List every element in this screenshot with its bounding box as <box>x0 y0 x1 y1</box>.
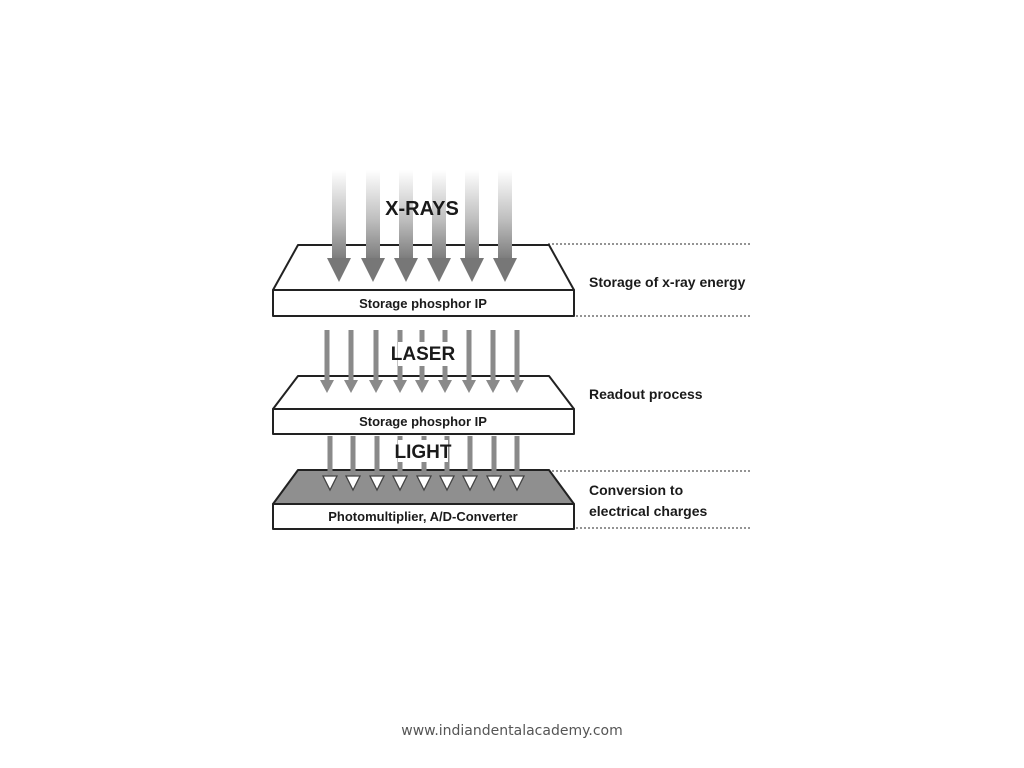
xray-beam-shaft <box>498 170 512 262</box>
light-arrow-head <box>438 475 456 492</box>
plate-top-face <box>272 244 575 291</box>
detector-front-face <box>272 503 575 530</box>
step-1-label: Storage of x-ray energy <box>589 274 746 290</box>
xray-beam-head <box>394 258 418 282</box>
plate-1-label: Storage phosphor IP <box>359 296 487 311</box>
laser-arrow-shaft <box>490 330 496 382</box>
xray-beam-arrow <box>493 170 517 282</box>
xray-beam-head <box>361 258 385 282</box>
light-arrow-head <box>368 475 386 492</box>
laser-arrow-shaft <box>514 330 520 382</box>
light-arrow-head <box>321 475 339 492</box>
light-arrow-shaft <box>350 436 356 478</box>
laser-arrow-head <box>438 380 452 393</box>
light-arrow <box>461 436 479 492</box>
laser-arrow <box>369 330 383 393</box>
laser-arrow-shaft <box>466 330 472 382</box>
xray-beam-shaft <box>366 170 380 262</box>
xray-beam-shaft <box>332 170 346 262</box>
laser-arrow-head <box>486 380 500 393</box>
light-arrow <box>344 436 362 492</box>
light-label-bg <box>398 440 448 462</box>
laser-arrow-head <box>344 380 358 393</box>
step-3-label-line-1: Conversion to <box>589 482 683 498</box>
xray-beam-arrow <box>361 170 385 282</box>
laser-arrow <box>462 330 476 393</box>
xray-beam-arrow <box>327 170 351 282</box>
laser-arrow <box>344 330 358 393</box>
xray-beam-arrow <box>460 170 484 282</box>
xray-beam-arrow <box>394 170 418 282</box>
xray-beam-shaft <box>432 170 446 262</box>
laser-arrow-shaft <box>324 330 330 382</box>
laser-label-bg <box>398 342 448 366</box>
step-2-label: Readout process <box>589 386 703 402</box>
xray-beam-arrow <box>427 170 451 282</box>
light-arrow <box>485 436 503 492</box>
step-3-label-line-2: electrical charges <box>589 503 708 519</box>
plate-2-label: Storage phosphor IP <box>359 414 487 429</box>
footer-url: www.indiandentalacademy.com <box>401 723 623 739</box>
laser-arrow-shaft <box>373 330 379 382</box>
laser-arrow-head <box>510 380 524 393</box>
laser-arrow <box>320 330 334 393</box>
light-label: LIGHT <box>395 442 452 463</box>
light-arrow-head <box>508 475 526 492</box>
xray-beam-head <box>327 258 351 282</box>
light-arrow <box>508 436 526 492</box>
laser-arrow-head <box>369 380 383 393</box>
laser-arrow <box>510 330 524 393</box>
light-arrow-head <box>461 475 479 492</box>
laser-arrow <box>486 330 500 393</box>
laser-arrow-head <box>393 380 407 393</box>
light-arrow-shaft <box>374 436 380 478</box>
plate-3-label: Photomultiplier, A/D-Converter <box>328 509 517 524</box>
light-arrow-head <box>391 475 409 492</box>
light-arrow-shaft <box>467 436 473 478</box>
light-arrow-head <box>415 475 433 492</box>
plate-front-face <box>272 289 575 317</box>
light-arrow-shaft <box>514 436 520 478</box>
plate-front-face <box>272 408 575 435</box>
guide-lines <box>548 243 752 529</box>
xrays-label: X-RAYS <box>385 198 459 220</box>
laser-arrow-head <box>462 380 476 393</box>
xray-beam-shaft <box>465 170 479 262</box>
light-arrow <box>368 436 386 492</box>
xray-beams <box>327 170 517 282</box>
xray-beam-head <box>493 258 517 282</box>
laser-label: LASER <box>391 344 456 365</box>
xray-beam-shaft <box>399 170 413 262</box>
laser-arrow-shaft <box>348 330 354 382</box>
light-arrow-shaft <box>327 436 333 478</box>
xray-beam-head <box>427 258 451 282</box>
laser-arrow-head <box>320 380 334 393</box>
light-arrow <box>321 436 339 492</box>
light-arrow-head <box>485 475 503 492</box>
xray-beam-head <box>460 258 484 282</box>
light-arrow-head <box>344 475 362 492</box>
light-arrow-shaft <box>491 436 497 478</box>
laser-arrow-head <box>415 380 429 393</box>
